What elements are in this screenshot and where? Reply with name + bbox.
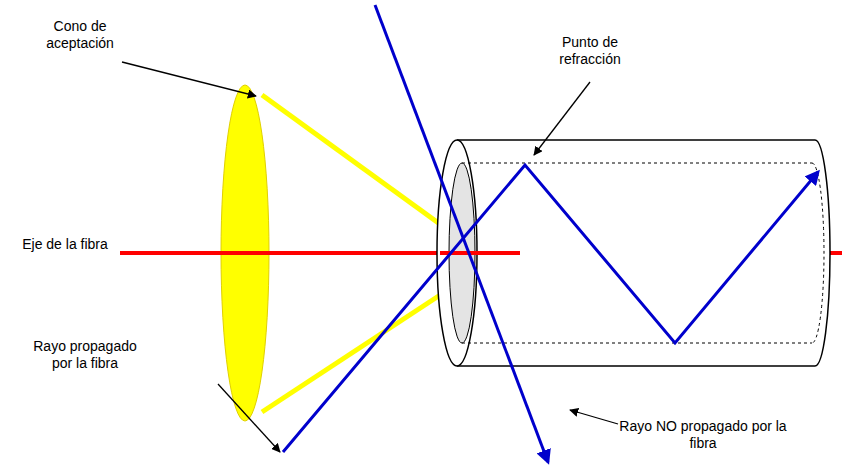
core-edge	[462, 163, 812, 164]
propagated-ray	[283, 165, 818, 452]
leader-arrow	[534, 82, 590, 155]
callout-label: Punto de refracción	[540, 34, 640, 68]
callout-label: Rayo propagado por la fibra	[30, 338, 140, 372]
cone-edge	[262, 278, 466, 412]
callout-label: Rayo NO propagado por la fibra	[618, 418, 788, 452]
leader-arrow	[570, 410, 618, 424]
leader-arrow	[122, 62, 256, 96]
core-edge	[462, 343, 812, 344]
leader-arrow	[218, 384, 280, 452]
non-propagated-ray	[375, 5, 548, 462]
axis-label: Eje de la fibra	[20, 236, 110, 253]
core-end	[812, 163, 824, 343]
callout-label: Cono de aceptación	[30, 18, 130, 52]
cone-edge	[262, 95, 466, 243]
fiber-axis	[120, 251, 520, 255]
